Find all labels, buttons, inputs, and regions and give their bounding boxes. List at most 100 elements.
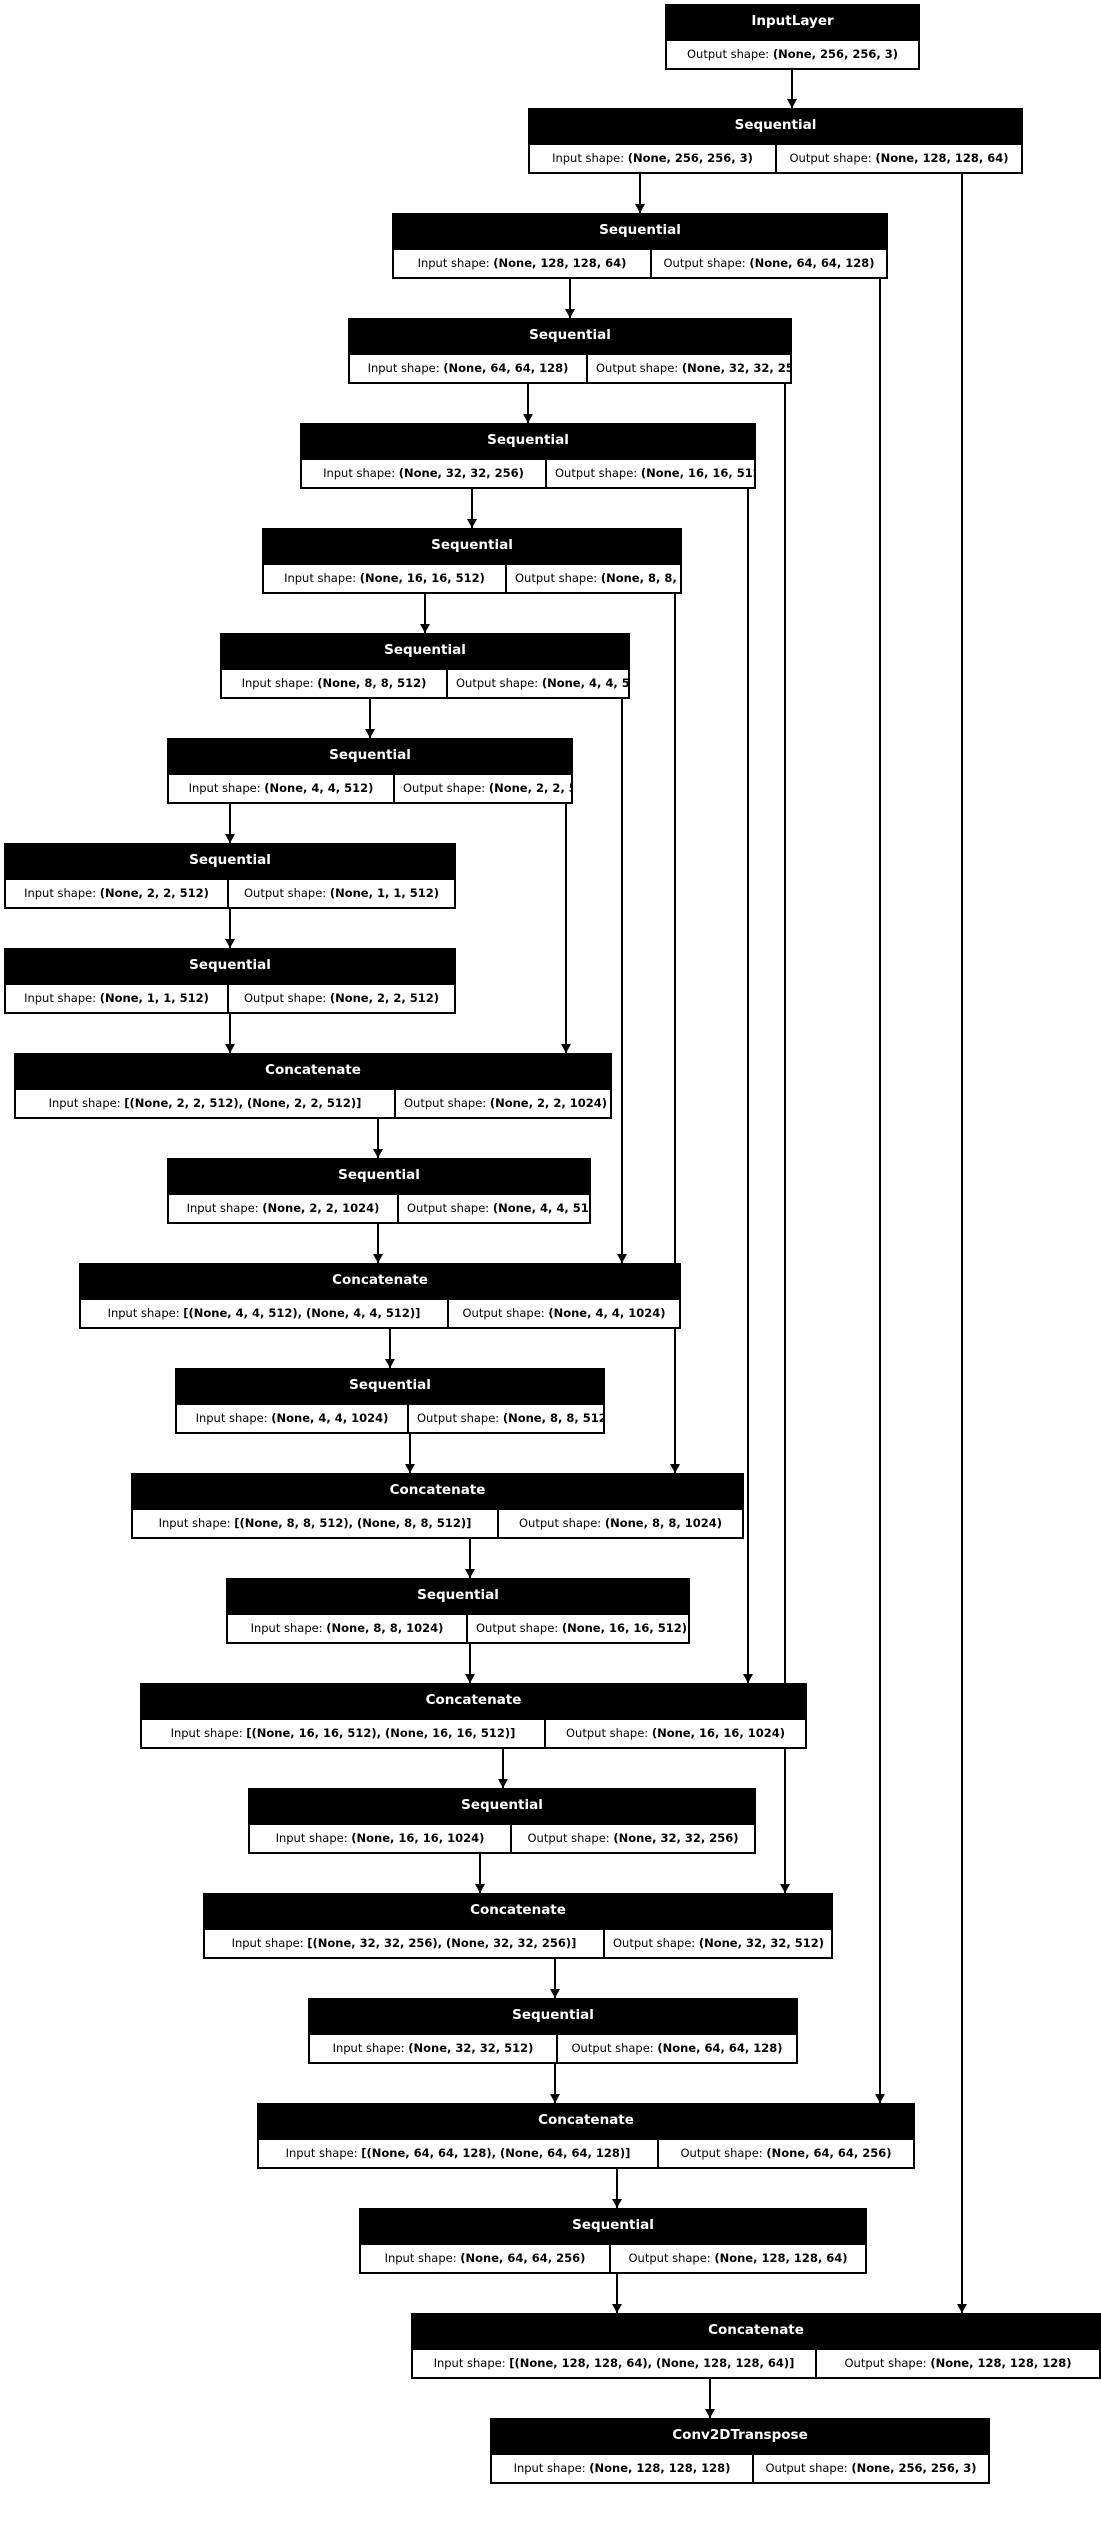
arrowhead-concat_4-to-dec_5 (498, 1779, 508, 1788)
input-shape-value: [(None, 2, 2, 512), (None, 2, 2, 512)] (124, 1095, 362, 1110)
input-shape-label: Input shape: (367, 360, 444, 375)
skip-edge-enc_5-to-concat_3 (674, 584, 676, 1473)
arrowhead-dec_5-to-concat_5 (475, 1884, 485, 1893)
input-shape-value: [(None, 16, 16, 512), (None, 16, 16, 512… (246, 1725, 516, 1740)
node-input-shape-enc_8: Input shape: (None, 2, 2, 512) (6, 877, 229, 907)
input-shape-value: [(None, 64, 64, 128), (None, 64, 64, 128… (361, 2145, 631, 2160)
node-title-dec_4: Sequential (228, 1580, 688, 1613)
output-shape-label: Output shape: (527, 1830, 614, 1845)
node-title-concat_7: Concatenate (413, 2315, 1099, 2348)
node-output-shape-dec_4: Output shape: (None, 16, 16, 512) (468, 1612, 688, 1642)
edge-enc_7-to-enc_8 (229, 794, 231, 843)
arrowhead-dec_6-to-concat_6 (550, 2094, 560, 2103)
node-output-shape-enc_4: Output shape: (None, 16, 16, 512) (547, 457, 754, 487)
edge-enc_6-to-enc_7 (369, 689, 371, 738)
node-input-shape-dec_7: Input shape: (None, 64, 64, 256) (361, 2242, 611, 2272)
output-shape-value: (None, 128, 128, 64) (714, 2250, 848, 2265)
output-shape-value: (None, 2, 2, 1024) (489, 1095, 607, 1110)
edge-concat_4-to-dec_5 (502, 1739, 504, 1788)
output-shape-label: Output shape: (456, 675, 542, 690)
input-shape-value: (None, 4, 4, 512) (264, 780, 374, 795)
node-title-enc_7: Sequential (169, 740, 571, 773)
node-input-shape-concat_1: Input shape: [(None, 2, 2, 512), (None, … (16, 1087, 396, 1117)
output-shape-value: (None, 2, 2, 512) (329, 990, 439, 1005)
input-shape-label: Input shape: (107, 1305, 184, 1320)
edge-concat_5-to-dec_6 (554, 1949, 556, 1998)
output-shape-value: (None, 16, 16, 512) (561, 1620, 687, 1635)
output-shape-label: Output shape: (244, 885, 330, 900)
output-shape-label: Output shape: (680, 2145, 767, 2160)
input-shape-value: (None, 16, 16, 512) (359, 570, 485, 585)
output-shape-value: (None, 2, 2, 512) (488, 780, 571, 795)
output-shape-label: Output shape: (687, 46, 773, 61)
input-shape-label: Input shape: (241, 675, 318, 690)
output-shape-label: Output shape: (417, 1410, 503, 1425)
input-shape-value: (None, 32, 32, 256) (398, 465, 524, 480)
input-shape-value: (None, 64, 64, 256) (460, 2250, 586, 2265)
input-shape-label: Input shape: (188, 780, 265, 795)
output-shape-label: Output shape: (566, 1725, 652, 1740)
edge-enc_8-to-dec_1 (229, 899, 231, 948)
output-shape-value: (None, 32, 32, 256) (681, 360, 790, 375)
node-input-shape-dec_4: Input shape: (None, 8, 8, 1024) (228, 1612, 468, 1642)
arrowhead-enc_3-to-enc_4 (523, 414, 533, 423)
input-shape-label: Input shape: (285, 2145, 362, 2160)
node-input-shape-concat_4: Input shape: [(None, 16, 16, 512), (None… (142, 1717, 546, 1747)
node-title-concat_4: Concatenate (142, 1685, 805, 1718)
arrowhead-enc_7-to-enc_8 (225, 834, 235, 843)
output-shape-label: Output shape: (571, 2040, 658, 2055)
node-shapes-concat_5: Input shape: [(None, 32, 32, 256), (None… (205, 1927, 831, 1957)
output-shape-value: (None, 4, 4, 512) (492, 1200, 589, 1215)
node-shapes-concat_1: Input shape: [(None, 2, 2, 512), (None, … (16, 1087, 610, 1117)
node-shapes-dec_3: Input shape: (None, 4, 4, 1024) Output sh… (177, 1402, 603, 1432)
node-input-shape-dec_3: Input shape: (None, 4, 4, 1024) (177, 1402, 409, 1432)
output-shape-label: Output shape: (462, 1305, 549, 1320)
edge-input_layer-to-enc_1 (791, 54, 793, 108)
node-input-shape-output_conv: Input shape: (None, 128, 128, 128) (492, 2452, 754, 2482)
input-shape-value: (None, 128, 128, 64) (493, 255, 627, 270)
input-shape-value: (None, 4, 4, 1024) (271, 1410, 389, 1425)
edge-concat_3-to-dec_4 (469, 1529, 471, 1578)
node-output-shape-concat_2: Output shape: (None, 4, 4, 1024) (449, 1297, 679, 1327)
output-shape-value: (None, 128, 128, 64) (875, 150, 1009, 165)
input-shape-value: (None, 256, 256, 3) (627, 150, 753, 165)
node-title-input_layer: InputLayer (667, 6, 918, 39)
node-title-concat_2: Concatenate (81, 1265, 679, 1298)
edge-concat_1-to-dec_2 (377, 1109, 379, 1158)
arrowhead-dec_4-to-concat_4 (465, 1674, 475, 1683)
output-shape-value: (None, 4, 4, 1024) (548, 1305, 666, 1320)
node-input-shape-enc_4: Input shape: (None, 32, 32, 256) (302, 457, 547, 487)
skip-arrowhead-enc_5-to-concat_3 (670, 1464, 680, 1473)
skip-arrowhead-enc_4-to-concat_4 (743, 1674, 753, 1683)
arrowhead-concat_2-to-dec_3 (385, 1359, 395, 1368)
arrowhead-concat_6-to-dec_7 (612, 2199, 622, 2208)
edge-dec_4-to-concat_4 (469, 1634, 471, 1683)
output-shape-label: Output shape: (476, 1620, 562, 1635)
skip-edge-enc_2-to-concat_6 (879, 269, 881, 2103)
